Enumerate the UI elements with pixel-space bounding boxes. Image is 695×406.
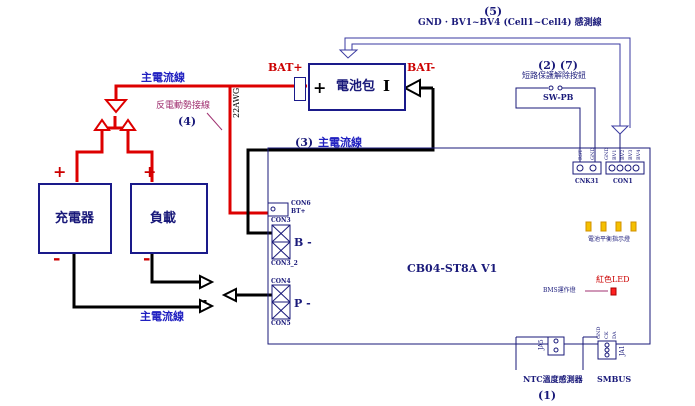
pin-bv3: BV3 — [628, 149, 634, 160]
bemf-label: 反電動勢接線 — [156, 101, 211, 111]
switch-pb-label: SW-PB — [543, 92, 574, 102]
pin-bv2: BV2 — [620, 149, 626, 160]
bemf-num: (4) — [178, 115, 197, 128]
board-name: CB04-ST8A V1 — [407, 262, 498, 275]
battery-minus-sign: I — [383, 77, 391, 95]
switch-num: (2) (7) — [538, 59, 578, 72]
bottom-connectors — [515, 336, 617, 370]
load-plus: + — [143, 162, 157, 181]
charger-plus: + — [53, 162, 67, 181]
pin-gnd-smbus: GND — [596, 326, 602, 339]
con5-label: CON5 — [271, 320, 291, 327]
ja1-label: JA1 — [619, 345, 626, 356]
pin-ck: CK — [604, 331, 610, 339]
charger-minus: - — [53, 248, 61, 269]
board-outline — [267, 147, 651, 345]
red-arrows — [93, 99, 137, 131]
pin-bv1: BV1 — [612, 149, 618, 160]
bemf-gauge: 22AWG — [232, 87, 241, 118]
black-main-line-b — [246, 88, 435, 235]
smbus-label: SMBUS — [597, 374, 632, 384]
ntc-num: (1) — [538, 389, 557, 402]
pin-gnd-con1: GND — [604, 147, 610, 160]
sense-line — [338, 37, 631, 135]
battery-label: 電池包 — [336, 79, 376, 94]
main-line-bottom-label: 主電流線 — [140, 310, 184, 323]
balance-led-label: 電池平衡指示燈 — [588, 236, 631, 243]
pin-bv4: BV4 — [636, 149, 642, 160]
pin-gnd-cnk: GND — [590, 147, 596, 160]
main-line-3-num: (3) — [295, 136, 314, 149]
left-connectors — [267, 202, 291, 320]
sense-num: (5) — [484, 5, 503, 18]
con3-label: CON3 — [271, 217, 291, 224]
load-box — [130, 183, 208, 254]
main-line-top-label: 主電流線 — [141, 71, 185, 84]
charger-label: 充電器 — [55, 211, 95, 226]
top-connectors — [572, 134, 645, 175]
ja5-label: JA5 — [538, 339, 545, 350]
con3-2-label: CON3_2 — [271, 260, 298, 267]
p-arrows — [199, 274, 237, 314]
switch-label: 短路保護解除按鈕 — [522, 71, 586, 80]
switch-wire — [515, 85, 596, 148]
main-line-3-label: 主電流線 — [318, 136, 362, 149]
btp-label: BT+ — [291, 208, 306, 215]
battery-pack — [308, 63, 406, 111]
con6-label: CON6 — [291, 200, 311, 207]
con1-label: CON1 — [613, 178, 633, 185]
sense-label: GND · BV1~BV4 (Cell1~Cell4) 感測線 — [418, 18, 602, 28]
b-minus-label: B - — [294, 236, 312, 249]
pin-rst: RST — [578, 149, 584, 160]
bat-minus-arrow — [402, 78, 421, 98]
bemf-pointer — [206, 112, 223, 131]
red-led-label: 紅色LED — [596, 275, 630, 284]
bat-minus-label: BAT- — [407, 61, 436, 74]
charger-box — [38, 183, 112, 254]
battery-plus-sign: + — [313, 78, 327, 97]
cnk31-label: CNK31 — [575, 178, 599, 185]
load-label: 負載 — [150, 211, 177, 226]
load-minus: - — [143, 248, 151, 269]
bms-led-label: BMS運作燈 — [543, 287, 576, 294]
con4-label: CON4 — [271, 278, 291, 285]
bat-plus-label: BAT+ — [268, 61, 303, 74]
p-minus-label: P - — [294, 297, 311, 310]
battery-plus-terminal — [294, 77, 306, 101]
pin-da: DA — [612, 331, 618, 339]
balance-leds — [585, 221, 637, 232]
ntc-label: NTC溫度感測器 — [523, 374, 583, 384]
red-led — [610, 287, 617, 296]
black-main-line-p — [72, 252, 272, 309]
